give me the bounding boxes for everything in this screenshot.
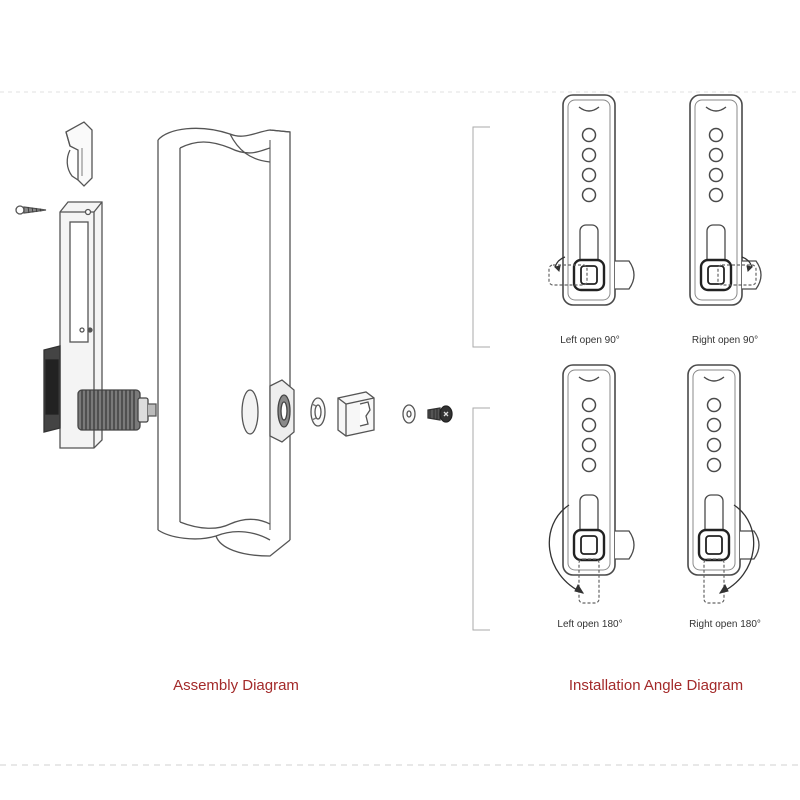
- circle-button-icon: [581, 437, 597, 453]
- screw-icon: [15, 205, 47, 215]
- circle-button-icon: [581, 397, 597, 413]
- curved-arrow-icon: [719, 504, 755, 594]
- keypad-right-open-90: [689, 94, 762, 306]
- keypad-inner-outline: [567, 99, 611, 301]
- orientation-label-left-90: Left open 90°: [560, 335, 620, 346]
- washer-icon: [310, 397, 326, 427]
- knob-core: [707, 265, 725, 285]
- latch-cam: [740, 530, 760, 560]
- latch-cam: [615, 260, 635, 290]
- knob-core: [580, 265, 598, 285]
- circle-button-icon: [581, 147, 597, 163]
- circle-button-icon: [581, 127, 597, 143]
- circle-button-icon: [706, 417, 722, 433]
- keypad-inner-outline: [694, 99, 738, 301]
- lock-body-side-view: [43, 201, 157, 449]
- top-group-bracket: [472, 126, 490, 348]
- sensor-window: [578, 106, 600, 112]
- circle-button-icon: [706, 397, 722, 413]
- handle-open-position: [578, 558, 600, 604]
- orientation-label-right-90: Right open 90°: [691, 335, 759, 346]
- knob-hub: [572, 528, 606, 562]
- bracket-icon: [65, 121, 93, 187]
- circle-button-icon: [706, 437, 722, 453]
- circle-button-icon: [581, 167, 597, 183]
- handle-open-position: [717, 264, 757, 286]
- arrow-head: [718, 583, 729, 594]
- orientation-label-left-180: Left open 180°: [557, 619, 623, 630]
- sensor-window: [705, 106, 727, 112]
- nut-icon: [269, 379, 295, 443]
- orientation-label-right-180: Right open 180°: [689, 619, 761, 630]
- installation-angle-diagram-caption: Installation Angle Diagram: [568, 677, 744, 694]
- circle-button-icon: [708, 127, 724, 143]
- keypad-right-open-180: [687, 364, 760, 604]
- circle-button-icon: [706, 457, 722, 473]
- knob-core: [580, 535, 598, 555]
- knob-hub: [699, 258, 733, 292]
- arrow-head: [553, 265, 561, 273]
- curved-arrow-icon: [548, 504, 584, 594]
- handle-open-position: [548, 264, 588, 286]
- circle-button-icon: [708, 187, 724, 203]
- circle-button-icon: [708, 167, 724, 183]
- keypad-inner-outline: [567, 369, 611, 571]
- keypad-inner-outline: [692, 369, 736, 571]
- circle-button-icon: [581, 417, 597, 433]
- arrow-head: [746, 265, 754, 273]
- installation-angle-diagram: [472, 94, 762, 631]
- assembly-diagram: [15, 121, 453, 557]
- small-washer-icon: [402, 404, 416, 424]
- circle-button-icon: [581, 187, 597, 203]
- sensor-window: [578, 376, 600, 382]
- circle-button-icon: [708, 147, 724, 163]
- arrow-head: [574, 583, 585, 594]
- assembly-diagram-caption: Assembly Diagram: [173, 677, 299, 694]
- sensor-window: [703, 376, 725, 382]
- latch-cam: [615, 530, 635, 560]
- bolt-icon: [427, 405, 453, 423]
- cam-icon: [337, 391, 375, 437]
- circle-button-icon: [581, 457, 597, 473]
- knob-hub: [697, 528, 731, 562]
- bottom-group-bracket: [472, 407, 490, 631]
- door-panel: [157, 127, 291, 557]
- knob-core: [705, 535, 723, 555]
- handle-open-position: [703, 558, 725, 604]
- keypad-left-open-180: [548, 364, 635, 604]
- keypad-left-open-90: [548, 94, 635, 306]
